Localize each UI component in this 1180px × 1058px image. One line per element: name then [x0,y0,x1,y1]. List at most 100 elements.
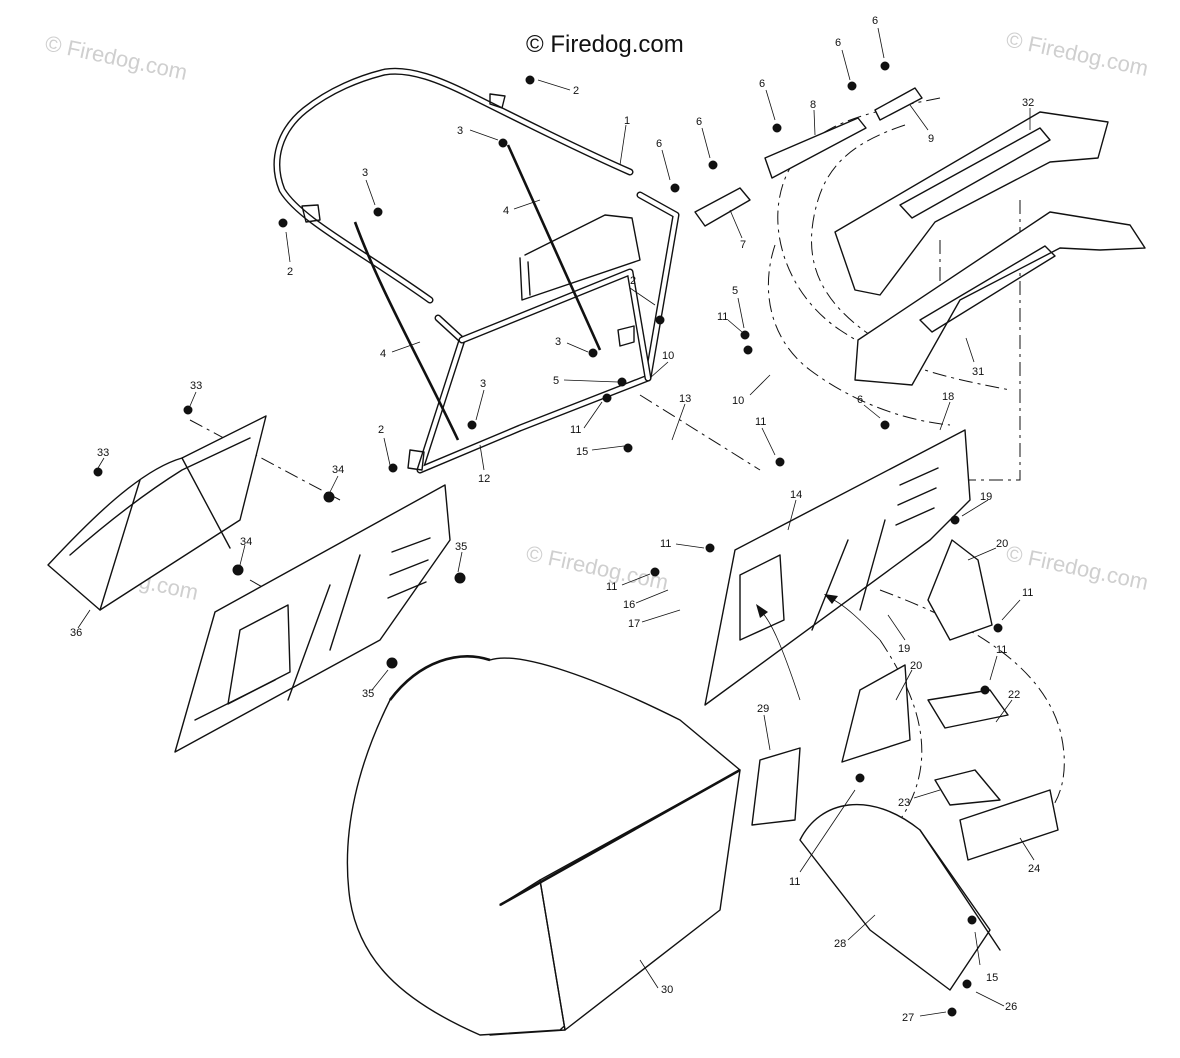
svg-text:8: 8 [810,99,816,111]
svg-text:12: 12 [478,473,490,485]
svg-text:26: 26 [1005,1001,1017,1013]
callout-6: 6 [696,116,711,159]
bolts [93,61,1003,1017]
svg-text:6: 6 [835,37,841,49]
svg-text:10: 10 [732,395,744,407]
callout-4: 4 [503,199,541,217]
callout-2: 2 [537,79,579,97]
svg-text:31: 31 [972,366,984,378]
callout-9: 9 [909,104,934,145]
watermark-center: © Firedog.com [524,540,671,595]
support-rods [353,144,602,441]
chute [47,415,267,611]
svg-text:19: 19 [898,643,910,655]
svg-text:4: 4 [380,348,386,360]
svg-text:4: 4 [503,205,509,217]
callout-11: 11 [755,416,776,456]
svg-text:29: 29 [757,703,769,715]
callout-5: 5 [732,285,745,329]
svg-text:10: 10 [662,350,674,362]
svg-text:11: 11 [570,424,581,436]
callout-5: 5 [553,375,619,387]
svg-text:33: 33 [190,380,202,392]
svg-text:6: 6 [656,138,662,150]
callout-13: 13 [671,393,691,441]
callout-6: 6 [835,37,851,81]
svg-text:36: 36 [70,627,82,639]
svg-text:15: 15 [986,972,998,984]
svg-text:11: 11 [789,876,800,888]
svg-text:30: 30 [661,984,673,996]
svg-text:2: 2 [378,424,384,436]
callout-15: 15 [974,931,998,984]
callout-33: 33 [97,447,109,469]
callout-26: 26 [975,991,1017,1013]
top-tubes [694,87,923,227]
svg-text:16: 16 [623,599,635,611]
svg-text:15: 15 [576,446,588,458]
callout-17: 17 [628,609,681,630]
svg-text:1: 1 [624,115,630,127]
callout-31: 31 [965,337,984,378]
callout-11: 11 [789,789,856,888]
callout-3: 3 [457,125,499,141]
svg-text:33: 33 [97,447,109,459]
svg-text:32: 32 [1022,97,1034,109]
callout-33: 33 [189,380,202,407]
svg-text:23: 23 [898,797,910,809]
callout-20: 20 [967,538,1008,561]
svg-text:11: 11 [606,581,617,593]
callout-11: 11 [606,573,651,593]
callout-28: 28 [834,914,876,950]
callout-20: 20 [895,660,922,701]
callout-3: 3 [362,167,376,206]
callout-29: 29 [757,703,771,751]
callout-18: 18 [939,391,954,431]
brackets [841,539,1059,861]
svg-text:2: 2 [287,266,293,278]
svg-text:11: 11 [717,311,728,323]
svg-text:34: 34 [332,464,344,476]
left-side-plate [174,484,451,753]
svg-text:35: 35 [362,688,374,700]
svg-text:5: 5 [732,285,738,297]
svg-text:6: 6 [696,116,702,128]
svg-text:3: 3 [457,125,463,137]
discharge-tunnel [751,747,1001,991]
svg-text:9: 9 [928,133,934,145]
right-side-plate [704,429,971,706]
callout-34: 34 [239,536,252,566]
callout-27: 27 [902,1011,947,1024]
callout-19: 19 [961,491,992,517]
direction-arrows [756,594,881,701]
svg-text:17: 17 [628,618,640,630]
svg-text:27: 27 [902,1012,914,1024]
svg-text:3: 3 [555,336,561,348]
callout-4: 4 [380,341,421,360]
svg-text:11: 11 [755,416,766,428]
svg-text:13: 13 [679,393,691,405]
callout-32: 32 [1022,97,1034,130]
callout-11: 11 [570,401,603,436]
svg-text:3: 3 [480,378,486,390]
svg-text:34: 34 [240,536,252,548]
callout-12: 12 [478,444,490,485]
bagger-frame [273,67,680,474]
svg-text:2: 2 [630,275,636,287]
callout-11: 11 [1001,587,1033,621]
callout-3: 3 [555,336,589,353]
callout-6: 6 [656,138,671,181]
callout-6: 6 [857,394,881,419]
callout-19: 19 [887,614,910,655]
callout-6: 6 [872,15,885,59]
callout-10: 10 [649,350,674,379]
svg-text:5: 5 [553,375,559,387]
svg-text:6: 6 [759,78,765,90]
watermark-top-right: © Firedog.com [1004,26,1151,81]
svg-text:7: 7 [740,239,746,251]
svg-text:11: 11 [1022,587,1033,599]
callout-16: 16 [623,589,669,611]
callout-34: 34 [329,464,344,493]
svg-text:6: 6 [857,394,863,406]
